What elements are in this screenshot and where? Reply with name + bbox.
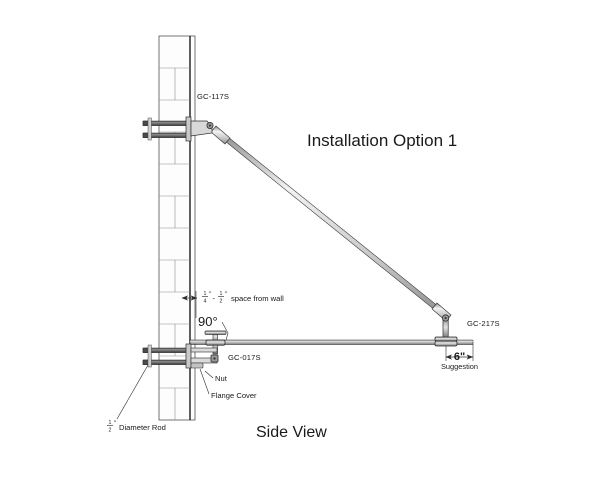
space-from-wall-note: space from wall <box>231 294 284 303</box>
space-dim-dash: - <box>213 294 216 303</box>
upper-pivot-pin-center <box>208 124 212 127</box>
nut-label: Nut <box>215 374 228 383</box>
flange-cover-callout: Flange Cover <box>199 368 257 400</box>
rod-diameter-leader-line <box>116 364 149 420</box>
nut-leader-line <box>204 370 214 379</box>
flange-cover-part <box>190 362 204 369</box>
flange-cover-leader-line <box>199 368 210 395</box>
space-min-inch-mark: " <box>209 291 211 298</box>
rod-diameter-denominator: 2 <box>109 428 112 434</box>
label-gc-017s: GC-017S <box>228 353 261 362</box>
inner-collar-cap <box>204 330 227 335</box>
nut-callout: Nut <box>204 370 228 383</box>
upper-backplate <box>147 117 152 141</box>
label-gc-217s: GC-217S <box>467 319 500 328</box>
corner-fitting-bolt-center <box>213 357 216 360</box>
horizontal-rod-assembly <box>189 339 474 345</box>
suggestion-label: Suggestion <box>441 362 478 371</box>
outer-flange-plate-top <box>434 336 458 342</box>
inner-flange-plate <box>205 339 226 346</box>
six-inch-dimension: 6" Suggestion <box>441 344 478 371</box>
outer-flange-plate-bottom <box>434 340 458 347</box>
brace-upper-sleeve <box>210 125 231 145</box>
outer-flange-assembly <box>434 314 458 347</box>
angle-callout: 90° <box>198 314 229 341</box>
gc-117s-label: GC-117S <box>197 92 229 101</box>
space-max-inch-mark: " <box>225 291 227 298</box>
outer-pivot-pin-center <box>444 316 447 320</box>
space-from-wall-dimension: 1 4 " - 1 2 " space from wall <box>181 291 284 318</box>
gc-217s-label: GC-217S <box>467 319 500 328</box>
upper-bracket-assembly <box>142 116 214 142</box>
space-max-denominator: 2 <box>220 299 223 305</box>
rod-diameter-inch-mark: " <box>114 420 116 427</box>
gc-017s-label: GC-017S <box>228 353 261 362</box>
outer-flange-post <box>442 319 449 339</box>
main-title: Installation Option 1 <box>307 131 457 150</box>
horizontal-rod <box>189 339 474 345</box>
rod-diameter-callout: 1 2 " Diameter Rod <box>107 364 166 434</box>
space-min-numerator: 1 <box>204 291 207 297</box>
space-min-denominator: 4 <box>204 299 207 305</box>
view-title: Side View <box>256 424 327 441</box>
rod-diameter-note: Diameter Rod <box>119 423 166 432</box>
corner-fitting-arm <box>190 347 218 353</box>
lower-bracket-assembly <box>142 343 219 369</box>
rod-diameter-numerator: 1 <box>109 420 112 426</box>
upper-mounting-plate <box>185 116 192 142</box>
lower-mounting-plate <box>185 343 192 369</box>
angle-leader-line <box>221 321 229 341</box>
label-gc-117s: GC-117S <box>197 92 229 101</box>
angle-label: 90° <box>198 314 218 329</box>
six-inch-label: 6" <box>454 351 465 363</box>
lower-backplate <box>147 344 152 368</box>
flange-cover-label: Flange Cover <box>211 391 257 400</box>
wall-bed-joints <box>159 67 190 389</box>
space-max-numerator: 1 <box>220 291 223 297</box>
